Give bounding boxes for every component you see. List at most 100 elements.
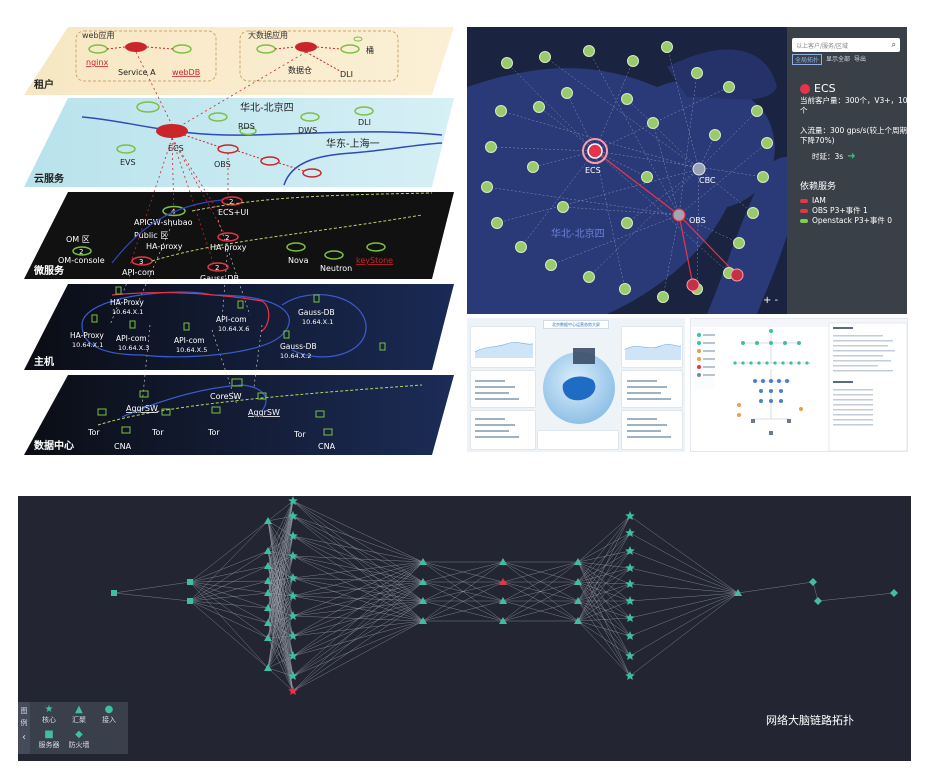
network-node-star[interactable] bbox=[625, 651, 635, 660]
map-service-node[interactable] bbox=[621, 93, 633, 105]
network-node-triangle[interactable] bbox=[734, 589, 742, 596]
network-node-triangle[interactable] bbox=[419, 578, 427, 585]
network-node-triangle[interactable] bbox=[264, 577, 272, 584]
network-node-star[interactable] bbox=[288, 496, 298, 505]
node-ecs[interactable] bbox=[156, 124, 188, 138]
tool-global-topology[interactable]: 全局拓扑 bbox=[792, 54, 823, 65]
search-input[interactable]: 以上客户/服务/区域 bbox=[796, 42, 849, 50]
network-node-triangle[interactable] bbox=[264, 619, 272, 626]
node-webdb[interactable] bbox=[172, 44, 192, 54]
network-node-triangle[interactable] bbox=[419, 617, 427, 624]
network-node-square[interactable] bbox=[187, 579, 193, 585]
map-service-node[interactable] bbox=[747, 207, 759, 219]
network-node-triangle[interactable] bbox=[264, 517, 272, 524]
chevron-left-icon[interactable]: ‹ bbox=[22, 732, 26, 743]
network-node-star[interactable] bbox=[288, 531, 298, 540]
network-node-diamond[interactable] bbox=[809, 578, 817, 586]
map-service-node[interactable] bbox=[557, 201, 569, 213]
network-node-star[interactable] bbox=[288, 591, 298, 600]
network-node-star[interactable] bbox=[288, 511, 298, 520]
network-node-star[interactable] bbox=[625, 579, 635, 588]
node-dws[interactable] bbox=[300, 112, 320, 122]
node-service-a[interactable] bbox=[125, 42, 147, 52]
node-ecs-ui[interactable] bbox=[221, 196, 243, 206]
network-node-square[interactable] bbox=[187, 598, 193, 604]
network-node-triangle[interactable] bbox=[264, 547, 272, 554]
node-rds[interactable] bbox=[208, 112, 228, 122]
network-node-star[interactable] bbox=[625, 528, 635, 537]
map-service-node[interactable] bbox=[761, 137, 773, 149]
map-service-node[interactable] bbox=[709, 129, 721, 141]
node-evs[interactable] bbox=[116, 144, 136, 154]
map-service-node[interactable] bbox=[627, 55, 639, 67]
network-node-triangle[interactable] bbox=[499, 558, 507, 565]
node-obs-3[interactable] bbox=[302, 168, 322, 178]
map-service-node[interactable] bbox=[657, 291, 669, 303]
network-node-triangle[interactable] bbox=[419, 597, 427, 604]
network-node-triangle[interactable] bbox=[499, 578, 507, 585]
map-service-node[interactable] bbox=[723, 81, 735, 93]
tool-show-all[interactable]: 显示全部 bbox=[826, 56, 851, 63]
map-service-node[interactable] bbox=[533, 101, 545, 113]
node-neutron[interactable] bbox=[324, 250, 344, 260]
map-alert-node[interactable] bbox=[730, 268, 744, 282]
node-cloud-2[interactable] bbox=[239, 126, 257, 136]
map-service-node[interactable] bbox=[539, 51, 551, 63]
network-node-star[interactable] bbox=[625, 511, 635, 520]
network-node-star[interactable] bbox=[625, 671, 635, 680]
network-node-diamond[interactable] bbox=[890, 589, 898, 597]
node-obs-2[interactable] bbox=[260, 156, 280, 166]
network-node-star[interactable] bbox=[288, 573, 298, 582]
ecs-node[interactable] bbox=[587, 143, 603, 159]
map-service-node[interactable] bbox=[751, 105, 763, 117]
map-service-node[interactable] bbox=[757, 171, 769, 183]
network-node-star[interactable] bbox=[625, 596, 635, 605]
network-node-star[interactable] bbox=[625, 613, 635, 622]
network-node-star[interactable] bbox=[288, 651, 298, 660]
tool-export[interactable]: 导出 bbox=[854, 56, 867, 63]
network-node-star[interactable] bbox=[288, 631, 298, 640]
legend-title-column[interactable]: 图 例 ‹ bbox=[18, 702, 30, 754]
node-om[interactable] bbox=[72, 246, 92, 256]
dep-item[interactable]: OBS P3+事件 1 bbox=[800, 206, 908, 216]
map-service-node[interactable] bbox=[733, 237, 745, 249]
map-service-node[interactable] bbox=[495, 105, 507, 117]
map-service-node[interactable] bbox=[501, 57, 513, 69]
map-service-node[interactable] bbox=[485, 141, 497, 153]
network-node-square[interactable] bbox=[111, 590, 117, 596]
map-service-node[interactable] bbox=[647, 117, 659, 129]
network-node-triangle[interactable] bbox=[499, 597, 507, 604]
network-node-triangle[interactable] bbox=[499, 617, 507, 624]
search-icon[interactable]: ⌕ bbox=[891, 40, 896, 49]
node-dli-cloud[interactable] bbox=[354, 106, 374, 116]
network-node-star[interactable] bbox=[288, 686, 298, 695]
network-node-triangle[interactable] bbox=[574, 597, 582, 604]
network-node-triangle[interactable] bbox=[574, 617, 582, 624]
map-service-node[interactable] bbox=[527, 161, 539, 173]
zoom-controls[interactable]: + - bbox=[763, 295, 779, 306]
network-node-star[interactable] bbox=[288, 611, 298, 620]
map-service-node[interactable] bbox=[583, 271, 595, 283]
map-service-node[interactable] bbox=[641, 171, 653, 183]
network-node-star[interactable] bbox=[625, 563, 635, 572]
map-service-node[interactable] bbox=[545, 259, 557, 271]
network-node-star[interactable] bbox=[625, 546, 635, 555]
network-node-triangle[interactable] bbox=[264, 589, 272, 596]
dep-item[interactable]: IAM bbox=[800, 196, 908, 206]
network-node-triangle[interactable] bbox=[264, 604, 272, 611]
map-service-node[interactable] bbox=[691, 67, 703, 79]
map-service-node[interactable] bbox=[621, 217, 633, 229]
map-service-node[interactable] bbox=[515, 241, 527, 253]
network-node-triangle[interactable] bbox=[264, 634, 272, 641]
network-node-triangle[interactable] bbox=[574, 558, 582, 565]
node-gauss-db[interactable] bbox=[207, 262, 229, 272]
map-service-node[interactable] bbox=[491, 217, 503, 229]
network-node-diamond[interactable] bbox=[814, 597, 822, 605]
dep-item[interactable]: Openstack P3+事件 0 bbox=[800, 216, 908, 226]
network-node-star[interactable] bbox=[288, 551, 298, 560]
network-node-triangle[interactable] bbox=[574, 578, 582, 585]
network-node-triangle[interactable] bbox=[264, 664, 272, 671]
map-alert-node[interactable] bbox=[686, 278, 700, 292]
map-service-node[interactable] bbox=[619, 283, 631, 295]
map-service-node[interactable] bbox=[583, 45, 595, 57]
